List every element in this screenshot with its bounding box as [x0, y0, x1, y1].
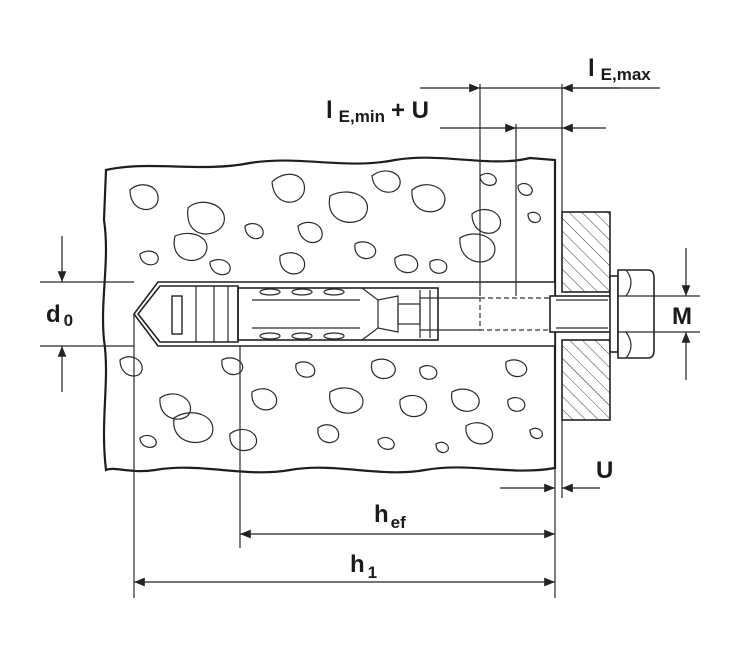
aggregate-stones	[119, 170, 543, 454]
bolt-thread-hidden	[438, 297, 551, 331]
hex-nut	[609, 269, 655, 359]
concrete-base	[101, 156, 557, 474]
label-m: M	[672, 303, 692, 330]
label-u: U	[596, 457, 613, 484]
fixture-plate	[561, 211, 611, 421]
anchor-sleeve	[136, 285, 439, 343]
dimension-lines	[57, 83, 691, 587]
bolt-shank	[549, 295, 613, 333]
